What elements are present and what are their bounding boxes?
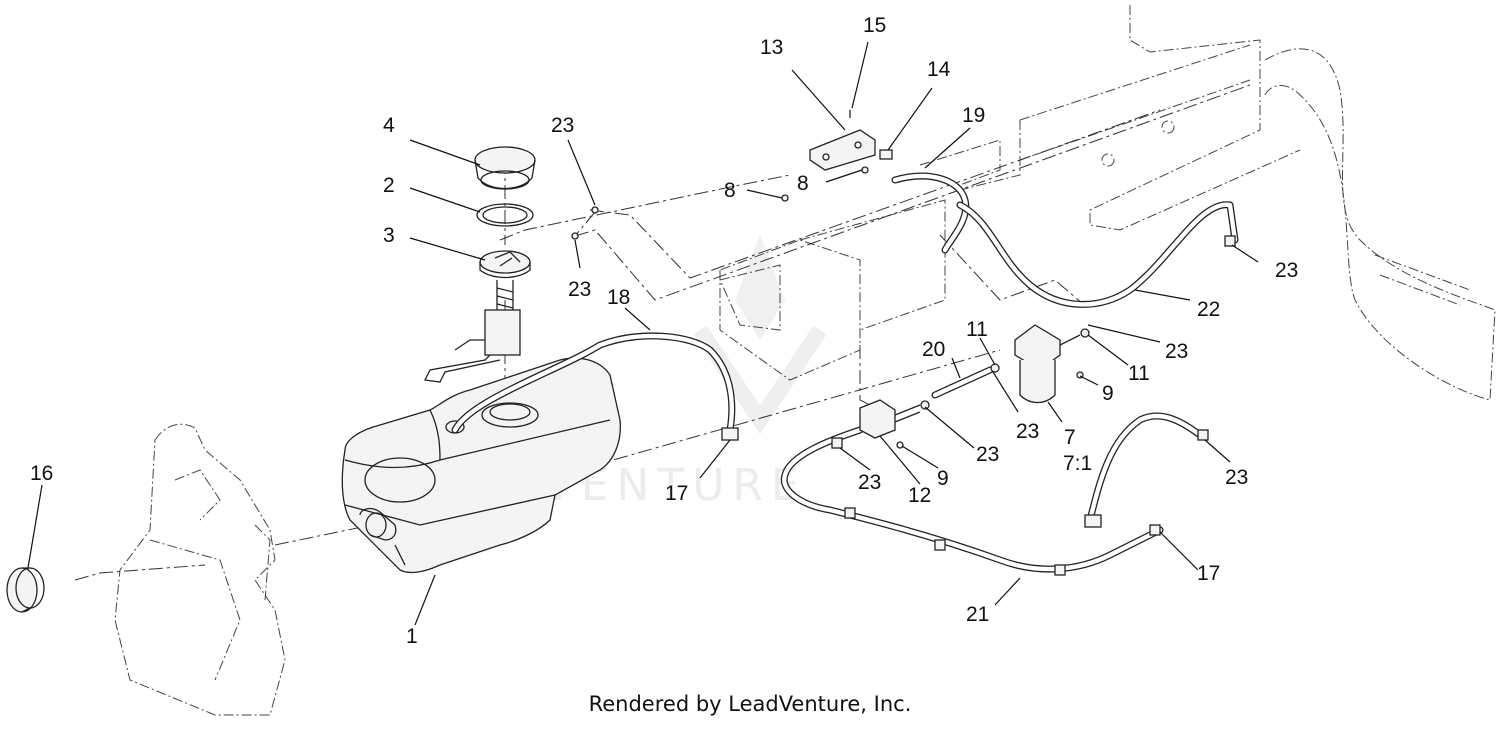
callout-23-lower-right: 23 [1225, 466, 1248, 489]
callout-15: 15 [863, 14, 886, 37]
callout-labels: 4 2 3 23 23 18 13 15 14 19 8 8 23 22 23 … [30, 14, 1298, 648]
callout-11-left: 11 [966, 318, 988, 341]
part-4-lock-ring [474, 146, 536, 190]
callout-17-right: 17 [1197, 562, 1220, 585]
callout-9-right: 9 [1102, 382, 1114, 405]
callout-8-left: 8 [724, 179, 736, 202]
hose-20 [931, 366, 994, 399]
callout-22: 22 [1197, 298, 1220, 321]
part-7-fuel-filter [990, 324, 1090, 404]
small-fittings [571, 206, 1084, 449]
callout-20: 20 [922, 338, 945, 361]
part-2-gasket [476, 203, 534, 227]
callout-12: 12 [908, 484, 931, 507]
callout-13: 13 [760, 36, 783, 59]
callout-19: 19 [962, 104, 985, 127]
callout-23-far-right: 23 [1275, 259, 1298, 282]
callout-17-left: 17 [665, 482, 688, 505]
callout-23-center: 23 [976, 443, 999, 466]
part-3-fuel-pump [424, 250, 531, 383]
leader-lines [27, 41, 1259, 626]
hose-17b [1084, 412, 1204, 528]
frame-rail [919, 5, 1496, 401]
part-1-fuel-tank [341, 357, 621, 574]
callout-2: 2 [383, 174, 395, 197]
hose-19 [891, 172, 970, 254]
callout-11-right: 11 [1128, 362, 1150, 385]
hose-18 [451, 332, 739, 441]
callout-1: 1 [406, 625, 418, 648]
part-13-bracket [781, 110, 893, 202]
callout-4: 4 [383, 114, 395, 137]
hose-21 [780, 426, 1164, 573]
callout-21: 21 [966, 603, 989, 626]
callout-23-lower: 23 [858, 471, 881, 494]
callout-7: 7 [1064, 426, 1076, 449]
callout-7-1: 7:1 [1063, 452, 1092, 475]
callout-3: 3 [383, 224, 395, 247]
callout-18: 18 [607, 286, 630, 309]
callout-23-left: 23 [568, 278, 591, 301]
part-16-fuel-cap [6, 567, 45, 613]
tank-shroud [114, 423, 286, 716]
part-12-valve [859, 399, 930, 439]
hose-clamps [831, 235, 1236, 576]
render-credit: Rendered by LeadVenture, Inc. [588, 692, 912, 716]
callout-16: 16 [30, 462, 53, 485]
hose-22 [956, 201, 1239, 308]
callout-8-right: 8 [797, 172, 809, 195]
callout-23-right: 23 [1165, 340, 1188, 363]
callout-9-left: 9 [937, 467, 949, 490]
callout-23-mid: 23 [1016, 420, 1039, 443]
callout-14: 14 [927, 58, 951, 81]
callout-23-top: 23 [551, 114, 574, 137]
assembly-lines [74, 84, 1251, 581]
